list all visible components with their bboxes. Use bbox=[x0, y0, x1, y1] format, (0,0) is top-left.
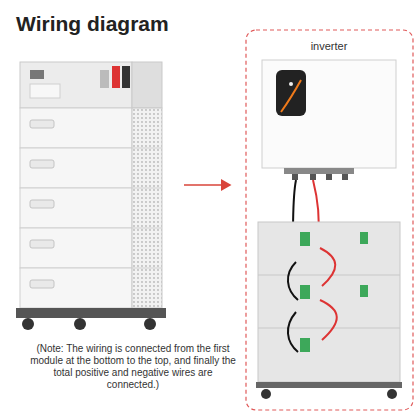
detail-frame bbox=[246, 30, 413, 410]
device-box: inverter bbox=[262, 40, 396, 170]
pointer-arrow bbox=[184, 184, 230, 186]
battery-stack bbox=[16, 62, 166, 330]
wiring-note: (Note: The wiring is connected from the … bbox=[28, 343, 238, 391]
device-label: inverter bbox=[262, 40, 396, 52]
inverter-drawing bbox=[262, 60, 396, 180]
battery-front bbox=[256, 222, 402, 399]
diagram-title: Wiring diagram bbox=[16, 12, 169, 36]
